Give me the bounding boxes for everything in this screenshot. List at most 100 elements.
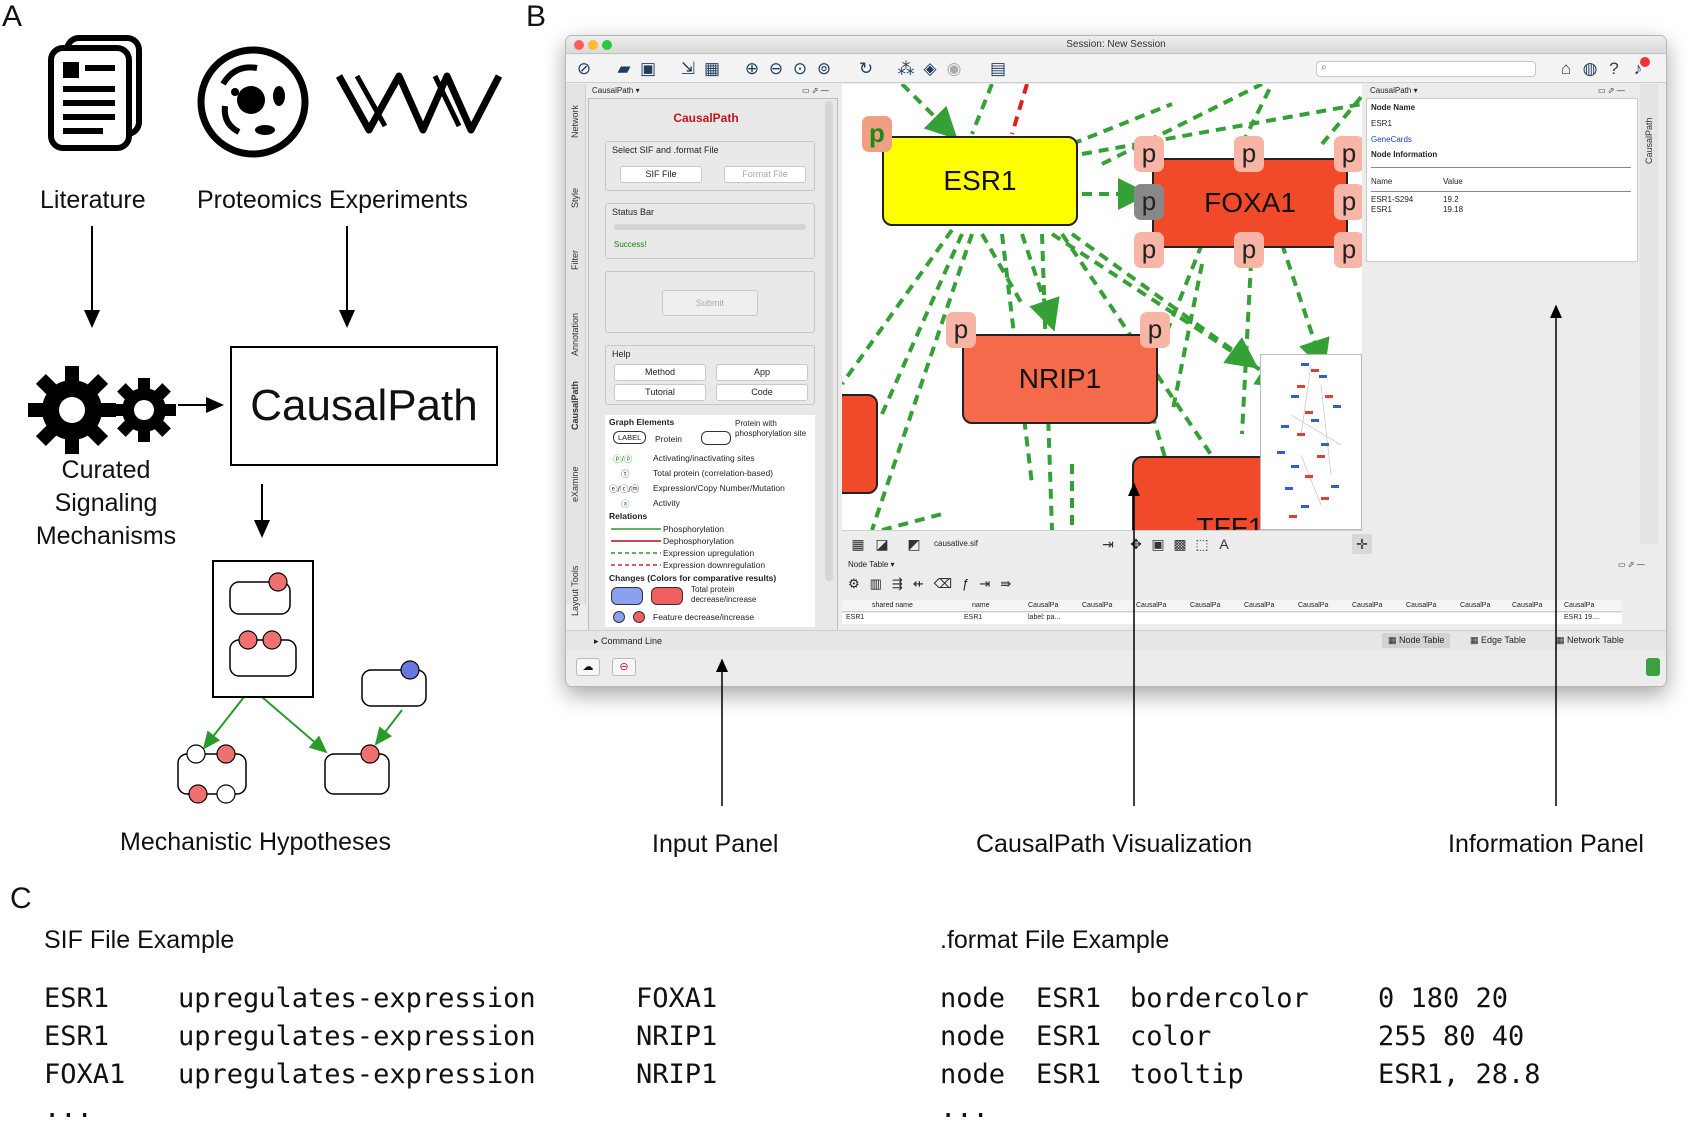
zoom-in-icon[interactable]: ⊕: [744, 59, 760, 78]
nrip1-site-badge-2[interactable]: p: [1140, 312, 1170, 348]
export-network-icon[interactable]: ⇥: [1102, 536, 1114, 552]
export-image-icon[interactable]: ▤: [989, 59, 1007, 78]
zoom-selected-icon[interactable]: ⊚: [816, 59, 832, 78]
import-network-icon[interactable]: ⊘: [576, 59, 592, 78]
help-group: Help Method App Tutorial Code: [605, 345, 815, 405]
info-panel-dropdown[interactable]: CausalPath ▾: [1370, 86, 1418, 95]
open-folder-icon[interactable]: ▰: [617, 59, 631, 78]
activity-symbol: ⓐ: [621, 499, 630, 509]
network-table-tab[interactable]: ▦ Network Table: [1556, 635, 1624, 645]
import-network-file-icon[interactable]: ⇲: [680, 59, 696, 78]
input-panel-dropdown[interactable]: CausalPath ▾: [592, 86, 640, 95]
sif-example-title: SIF File Example: [44, 926, 235, 954]
nrip1-site-badge-1[interactable]: p: [946, 312, 976, 348]
select-nodes-icon[interactable]: ▣: [1151, 536, 1165, 552]
network-overview[interactable]: [1260, 354, 1362, 530]
foxa1-site-badge-3[interactable]: p: [1334, 136, 1362, 172]
foxa1-site-badge-8[interactable]: p: [1334, 232, 1362, 268]
panel-label-a: A: [2, 0, 23, 33]
col-name[interactable]: name: [972, 602, 990, 609]
zoom-window-button[interactable]: [602, 40, 612, 50]
legend-expression: Expression/Copy Number/Mutation: [653, 483, 785, 493]
close-window-button[interactable]: [574, 40, 584, 50]
detach-view-icon[interactable]: ◩: [907, 536, 921, 552]
col-causalpath-4[interactable]: CausalPa: [1190, 602, 1221, 609]
format-line-3-c: tooltip: [1130, 1059, 1244, 1090]
notification-badge: [1640, 57, 1650, 67]
node-esr1[interactable]: ESR1: [882, 136, 1078, 226]
col-causalpath-6[interactable]: CausalPa: [1298, 602, 1329, 609]
format-line-1-b: ESR1: [1036, 983, 1102, 1014]
foxa1-site-badge-1[interactable]: p: [1134, 136, 1164, 172]
node-table-tab[interactable]: ▦ Node Table: [1382, 633, 1451, 648]
col-causalpath-11[interactable]: CausalPa: [1564, 602, 1595, 609]
stop-icon[interactable]: ⊖: [612, 658, 636, 676]
col-causalpath-3[interactable]: CausalPa: [1136, 602, 1167, 609]
sif-line-1-tgt: FOXA1: [636, 983, 718, 1014]
share-icon[interactable]: ◪: [875, 536, 889, 552]
minimize-window-button[interactable]: [588, 40, 598, 50]
node-table-toolbar-icons[interactable]: ⚙▥⇶⇷⌫ƒ⇥⇛: [848, 576, 1022, 591]
col-shared-name[interactable]: shared name: [872, 602, 913, 609]
curated-label-2: Signaling: [54, 489, 158, 517]
node-partial-left[interactable]: [842, 394, 878, 494]
genecards-link[interactable]: GeneCards: [1371, 135, 1412, 144]
col-causalpath-7[interactable]: CausalPa: [1352, 602, 1383, 609]
table-row[interactable]: ESR1 ESR1 label: pa... ESR1 19....: [842, 613, 1622, 624]
zoom-out-icon[interactable]: ⊖: [768, 59, 784, 78]
panel-float-icon[interactable]: ▭ ⬀ —: [802, 86, 829, 95]
format-file-button[interactable]: Format File: [724, 166, 806, 183]
show-icon[interactable]: ◉: [946, 59, 962, 78]
home-icon[interactable]: ⌂: [1560, 59, 1572, 78]
layout-icon[interactable]: ✥: [1130, 536, 1142, 552]
col-causalpath-10[interactable]: CausalPa: [1512, 602, 1543, 609]
foxa1-site-badge-7[interactable]: p: [1234, 232, 1264, 268]
select-edges-icon[interactable]: ▩: [1173, 536, 1187, 552]
grid-view-icon[interactable]: ▦: [851, 536, 865, 552]
col-causalpath-8[interactable]: CausalPa: [1406, 602, 1437, 609]
edge-table-tab[interactable]: ▦ Edge Table: [1470, 635, 1526, 645]
col-causalpath-9[interactable]: CausalPa: [1460, 602, 1491, 609]
info-panel-float-icon[interactable]: ▭ ⬀ —: [1598, 86, 1625, 95]
notification-bell-icon[interactable]: ♪: [1633, 59, 1643, 78]
annotation-text-icon[interactable]: A: [1219, 536, 1229, 552]
foxa1-site-badge-6[interactable]: p: [1134, 232, 1164, 268]
navigate-icon[interactable]: ✛: [1352, 534, 1372, 554]
command-line-tab[interactable]: ▸ Command Line: [594, 636, 663, 646]
tutorial-button[interactable]: Tutorial: [614, 384, 706, 401]
zoom-fit-icon[interactable]: ⊙: [792, 59, 808, 78]
refresh-icon[interactable]: ↻: [858, 59, 874, 78]
search-input[interactable]: ⌕: [1316, 61, 1536, 77]
import-table-icon[interactable]: ▦: [703, 59, 721, 78]
col-causalpath-1[interactable]: CausalPa: [1028, 602, 1059, 609]
foxa1-site-badge-5[interactable]: p: [1334, 184, 1362, 220]
network-canvas[interactable]: ESR1 p FOXA1 p p p p p p p p NRIP1 p p T…: [842, 84, 1362, 530]
sif-line-3-tgt: NRIP1: [636, 1059, 718, 1090]
save-icon[interactable]: ▣: [639, 59, 657, 78]
foxa1-site-badge-2[interactable]: p: [1234, 136, 1264, 172]
hide-icon[interactable]: ◈: [923, 59, 937, 78]
esr1-site-badge[interactable]: p: [862, 116, 892, 152]
col-causalpath-5[interactable]: CausalPa: [1244, 602, 1275, 609]
app-button[interactable]: App: [716, 364, 808, 381]
cloud-icon[interactable]: ☁: [576, 658, 600, 676]
node-nrip1[interactable]: NRIP1: [962, 334, 1158, 424]
code-button[interactable]: Code: [716, 384, 808, 401]
select-all-icon[interactable]: ⬚: [1195, 536, 1209, 552]
document-stack-icon: [48, 35, 142, 151]
sif-file-button[interactable]: SIF File: [620, 166, 702, 183]
col-causalpath-2[interactable]: CausalPa: [1082, 602, 1113, 609]
node-table-dropdown[interactable]: Node Table ▾: [848, 560, 895, 569]
status-progress-bar: [614, 224, 806, 230]
legend-total-protein: Total protein (correlation-based): [653, 468, 774, 478]
submit-button[interactable]: Submit: [662, 290, 758, 316]
node-table-float-icon[interactable]: ▭ ⬀ —: [1618, 560, 1645, 569]
method-button[interactable]: Method: [614, 364, 706, 381]
first-neighbors-icon[interactable]: ⁂: [897, 59, 915, 78]
memory-status-icon[interactable]: [1646, 658, 1660, 676]
foxa1-site-badge-4[interactable]: p: [1134, 184, 1164, 220]
help-icon[interactable]: ?: [1609, 59, 1619, 78]
input-panel-scrollbar[interactable]: [825, 101, 833, 581]
sif-line-3-rel: upregulates-expression: [178, 1059, 536, 1090]
globe-icon[interactable]: ◍: [1582, 59, 1598, 78]
